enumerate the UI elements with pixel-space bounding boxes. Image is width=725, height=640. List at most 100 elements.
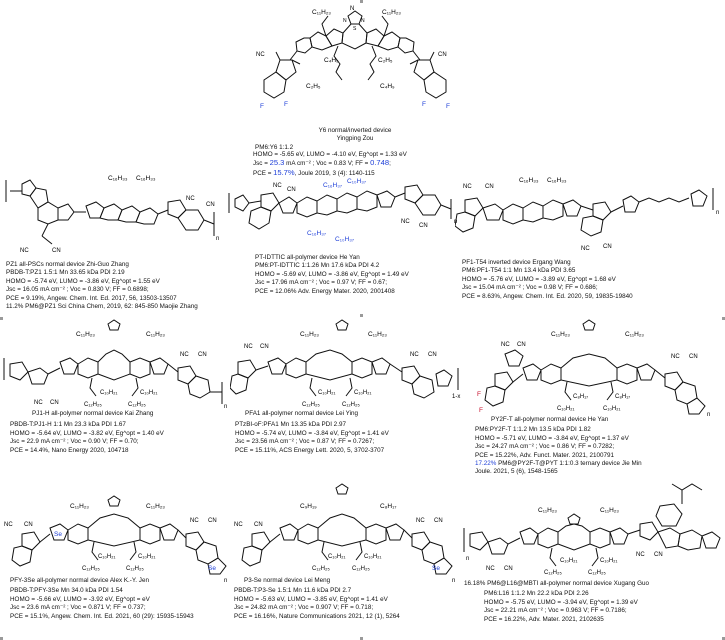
pj1h-device-name: PJ1-H all-polymer normal device Kai Zhan… (32, 410, 154, 417)
py2f-nc-label: NC (671, 354, 680, 360)
pfy3se-n-label: n (224, 578, 227, 584)
pj1h-energy: HOMO = -5.64 eV, LUMO = -3.82 eV, Eg^opt… (10, 429, 164, 437)
panel-pfy3se: C₁₁H₂₃ C₁₁H₂₃ C₁₀H₂₁ C₁₂H₂₅ C₁₀H₂₁ C₁₂H₂… (0, 478, 230, 638)
pl16-cn-label: CN (504, 566, 513, 572)
pj1h-chain-s4: C₁₂H₂₅ (128, 402, 146, 408)
y6-structure: N N N S C₁₁H₂₃ C₁₁H₂₃ C₄H₉ C₂H₅ C₂H₅ C₄H… (256, 6, 450, 110)
pz1-jsc: Jsc = 16.05 mA cm⁻² ; Voc = 0.830 V; FF … (6, 286, 149, 294)
pfa1-cn-label: CN (260, 344, 269, 350)
pz1-n-label: n (216, 236, 219, 242)
y6-f-label: F (284, 101, 288, 108)
pz1-extra: 11.2% PM6@PZ1 Sci China Chem, 2019, 62: … (6, 303, 198, 311)
pl16-blend: PM6:L16 1:1.2 Mn 22.2 kDa PDI 2.26 (484, 590, 589, 598)
p3se-device-name: P3-Se normal device Lei Meng (244, 577, 331, 584)
py2f-cn-label: CN (689, 354, 698, 360)
pfa1-nc-label: NC (410, 352, 419, 358)
pfa1-chain-s4: C₁₂H₂₅ (342, 402, 360, 408)
py2f-nc-label: NC (501, 342, 510, 348)
pl16-structure: C₁₁H₂₃ C₁₁H₂₃ C₁₀H₂₁ C₁₂H₂₅ C₁₀H₂₁ C₁₂H₂… (463, 483, 721, 576)
corner-mark (0, 637, 3, 640)
pl16-nc-label: NC (636, 552, 645, 558)
pfy3se-chain-s2: C₁₂H₂₅ (82, 566, 100, 572)
y6-chain-s4: C₄H₉ (380, 83, 395, 90)
p3se-se-label: Se (432, 565, 440, 572)
pj1h-chain-s3: C₁₀H₂₁ (140, 390, 158, 396)
panel-p3se: C₉H₁₉ C₈H₁₇ C₁₀H₂₁ C₁₂H₂₅ C₁₀H₂₁ C₁₂H₂₅ … (230, 478, 465, 638)
panel-pz1: C₁₆H₃₃ C₁₆H₃₃ n NC CN NC CN PZ1 all-PSCs… (0, 160, 230, 320)
pl16-chain-s3: C₁₀H₂₁ (600, 558, 618, 564)
corner-mark (360, 637, 363, 640)
pft54-nc-label: NC (463, 184, 472, 190)
pl16-chain-s2: C₁₂H₂₅ (544, 570, 562, 576)
pfa1-jsc: Jsc = 23.56 mA cm⁻² ; Voc = 0.87 V; FF =… (235, 438, 375, 446)
ptidttic-nc-label: NC (401, 219, 410, 225)
ptidttic-device-name: PT-IDTTIC all-polymer device He Yan (255, 254, 360, 261)
pj1h-jsc: Jsc = 22.9 mA cm⁻² ; Voc = 0.90 V; FF = … (10, 438, 139, 446)
ptidttic-pce: PCE = 12.06% Adv. Energy Mater. 2020, 20… (255, 287, 395, 295)
py2f-chain-s3: C₈H₁₇ (615, 394, 630, 400)
y6-author: Yingping Zou (336, 135, 374, 143)
pft54-n-label: n (716, 210, 719, 216)
pfy3se-chain-s1: C₁₀H₂₁ (98, 554, 116, 560)
pz1-chain-r1: C₁₆H₃₃ (108, 175, 128, 182)
py2f-blend: PM6:PY2F-T 1:1.2 Mn 13.5 kDa PDI 1.82 (475, 426, 591, 434)
pft54-blend: PM6:PF1-T54 1:1 Mn 13.4 kDa PDI 3.65 (462, 267, 576, 275)
corner-mark (722, 637, 725, 640)
pft54-structure: C₁₆H₃₃ C₁₆H₃₃ n NC CN NC CN (455, 177, 719, 252)
pj1h-blend: PBDB-T:PJ1-H 1:1 Mn 23.3 kDa PDI 1.67 (10, 421, 126, 429)
svg-text:N: N (350, 6, 354, 12)
pfa1-blend: PTzBI-oF:PFA1 Mn 13.35 kDa PDI 2.97 (235, 421, 346, 429)
pl16-chain-r1: C₁₁H₂₃ (538, 507, 557, 514)
pft54-cn-label: CN (485, 184, 494, 190)
pfy3se-device-name: PFY-3Se all-polymer normal device Alex K… (10, 577, 149, 584)
pl16-jsc: Jsc = 22.21 mA cm⁻² ; Voc = 0.963 V; FF … (484, 607, 627, 615)
pj1h-chain-s2: C₁₂H₂₅ (84, 402, 102, 408)
corner-mark (722, 317, 725, 320)
p3se-chain-s3: C₁₀H₂₁ (364, 554, 382, 560)
py2f-chain-s4: C₁₀H₂₁ (603, 406, 621, 412)
pfa1-chain-r2: C₁₁H₂₃ (368, 331, 387, 338)
pj1h-chain-s1: C₁₀H₂₁ (100, 390, 118, 396)
corner-mark (360, 314, 363, 317)
pj1h-structure: C₁₁H₂₃ C₁₁H₂₃ C₁₀H₂₁ C₁₂H₂₅ C₁₀H₂₁ C₁₂H₂… (3, 319, 227, 410)
pj1h-nc-label: NC (180, 352, 189, 358)
panel-y6: N N N S C₁₁H₂₃ C₁₁H₂₃ C₄H₉ C₂H₅ C₂H₅ C₄H… (230, 2, 480, 167)
y6-chain-s3: C₂H₅ (378, 57, 393, 64)
pfa1-nc-label: NC (244, 344, 253, 350)
ptidttic-chain-r3: C₁₆H₃₇ (307, 230, 326, 237)
y6-chain-s1: C₄H₉ (324, 57, 339, 64)
p3se-chain-s1: C₁₀H₂₁ (328, 554, 346, 560)
pfy3se-chain-r1: C₁₁H₂₃ (70, 503, 89, 510)
pl16-chain-s1: C₁₀H₂₁ (560, 558, 578, 564)
pfy3se-chain-s3: C₁₀H₂₁ (138, 554, 156, 560)
pz1-pce: PCE = 9.19%, Angew. Chem. Int. Ed. 2017,… (6, 294, 177, 302)
pfa1-chain-r1: C₁₁H₂₃ (300, 331, 319, 338)
pft54-energy: HOMO = -5.76 eV, LUMO = -3.89 eV, Eg^opt… (462, 275, 616, 283)
pj1h-cn-label: CN (50, 400, 59, 406)
pz1-chain-r2: C₁₆H₃₃ (136, 175, 156, 182)
pl16-n-label: n (466, 556, 469, 562)
pfy3se-cn-label: CN (24, 522, 33, 528)
pfa1-energy: HOMO = -5.74 eV, LUMO = -3.84 eV, Eg^opt… (235, 429, 389, 437)
pfy3se-chain-r2: C₁₁H₂₃ (146, 503, 165, 510)
panel-py2f: C₁₁H₂₃ C₁₁H₂₃ C₈H₁₇ C₁₀H₂₁ C₈H₁₇ C₁₀H₂₁ … (465, 318, 725, 478)
pj1h-nc-label: NC (34, 400, 43, 406)
y6-pce-value: 15.7% (273, 167, 295, 177)
p3se-nc-label: NC (416, 518, 425, 524)
pfa1-chain-s1: C₁₀H₂₁ (318, 390, 336, 396)
pl16-device-name: 16.18% PM6@L16@MBTI all-polymer normal d… (464, 580, 649, 587)
panel-ptidttic: C₁₆H₃₇ C₁₀H₃₇ C₁₆H₃₇ C₁₀H₃₇ n NC CN NC C… (225, 175, 465, 315)
pl16-chain-r2: C₁₁H₂₃ (600, 507, 619, 514)
pfy3se-nc-label: NC (4, 522, 13, 528)
ptidttic-cn-label: CN (287, 187, 296, 193)
svg-text:S: S (353, 26, 357, 32)
y6-jsc-mid: mA cm⁻² ; Voc = 0.83 V; FF = (284, 160, 371, 168)
pfa1-pce: PCE = 15.11%, ACS Energy Lett. 2020, 5, … (235, 446, 385, 454)
p3se-pce: PCE = 16.16%, Nature Communications 2021… (234, 612, 400, 620)
p3se-jsc: Jsc = 24.82 mA cm⁻² ; Voc = 0.907 V; FF … (234, 604, 374, 612)
py2f-chain-r1: C₁₁H₂₃ (551, 331, 570, 338)
pfy3se-structure: C₁₁H₂₃ C₁₁H₂₃ C₁₀H₂₁ C₁₂H₂₅ C₁₀H₂₁ C₁₂H₂… (4, 495, 227, 584)
y6-nc-label: NC (256, 52, 265, 58)
pfy3se-blend: PBDB-T:PFY-3Se Mn 34.0 kDa PDI 1.54 (10, 587, 123, 595)
panel-pft54: C₁₆H₃₃ C₁₆H₃₃ n NC CN NC CN PF1-T54 inve… (455, 160, 725, 310)
